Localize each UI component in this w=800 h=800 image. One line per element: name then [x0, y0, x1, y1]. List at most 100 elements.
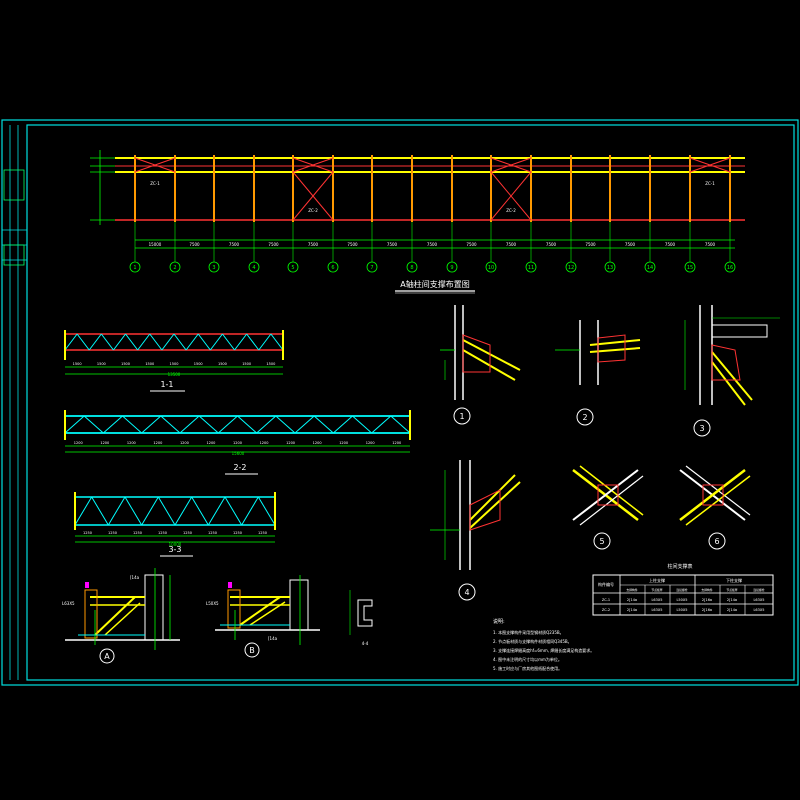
axis-bubble [724, 261, 736, 273]
truss-web [198, 415, 219, 434]
table-cell: 2[14a [627, 598, 637, 602]
axis-bubble [248, 261, 260, 273]
axis-bubble [129, 261, 141, 273]
detail-b-angle: L50X5 [206, 601, 219, 606]
detail-a-label: A [104, 652, 110, 661]
truss-web [88, 333, 102, 351]
truss-web [113, 333, 126, 351]
truss-web [275, 415, 296, 434]
truss-web [157, 496, 176, 526]
truss-web [100, 333, 114, 351]
section-4-4-label: 4-4 [362, 641, 369, 646]
axis-label: 10 [488, 265, 494, 271]
axis-label: 12 [568, 265, 574, 271]
section-2-2-label: 2-2 [233, 463, 246, 472]
node-2-label: 2 [582, 413, 587, 422]
axis-label: 14 [647, 265, 653, 271]
truss-dim: 1200 [153, 441, 162, 445]
axis-bubble [485, 261, 497, 273]
truss-web [270, 333, 284, 351]
note-item: 5. 施工时应与厂房其他图纸配合使用。 [493, 665, 562, 671]
axis-label: 11 [528, 265, 534, 271]
truss-dim: 1500 [170, 362, 179, 366]
truss-dim: 1200 [74, 441, 83, 445]
axis-bubble [446, 261, 458, 273]
section-1-1-total: 13500 [168, 372, 181, 377]
truss-web [179, 415, 200, 434]
node-1: 1 [440, 305, 521, 425]
table-header-upper: 上柱支撑 [649, 577, 665, 583]
axis-label: 6 [331, 265, 334, 271]
truss-web [222, 333, 235, 351]
detail-b-member: [14a [268, 636, 278, 641]
truss-web [390, 415, 411, 434]
truss-dim: 1500 [121, 362, 130, 366]
axis-label: 9 [450, 265, 453, 271]
axis-label: 16 [727, 265, 733, 271]
truss-web [197, 333, 211, 351]
notes: 说明: 1. 本图支撑构件采用型钢材质Q235B。2. 节点板材质与支撑构件材质… [493, 618, 594, 671]
section-2-2-total: 15600 [232, 451, 245, 456]
axis-bubble [565, 261, 577, 273]
axis-label: 5 [291, 265, 294, 271]
section-3-3-label: 3-3 [168, 545, 181, 554]
truss-dim: 1200 [392, 441, 401, 445]
node-6-label: 6 [714, 537, 719, 546]
brace-tag: ZC-2 [506, 208, 516, 213]
truss-dim: 1500 [145, 362, 154, 366]
table-cell: L63X5 [753, 608, 764, 612]
table-cell: 2[14a [627, 608, 637, 612]
axis-label: 7 [370, 265, 373, 271]
section-3-3-total: 10000 [169, 542, 182, 547]
detail-b: [14a L50X5 B [206, 575, 320, 658]
axis-bubble [366, 261, 378, 273]
truss-web [76, 333, 90, 351]
truss-web [256, 415, 277, 434]
axis-bubble [208, 261, 220, 273]
node-2: 2 [555, 320, 641, 426]
truss-web [258, 333, 272, 351]
main-title: A轴柱间支撑布置图 [400, 279, 469, 289]
table-subheader: 连接螺栓 [676, 588, 687, 592]
span-dim: 7500 [387, 242, 398, 247]
truss-dim: 1250 [208, 531, 217, 535]
axis-bubble [525, 261, 537, 273]
span-dim: 7500 [229, 242, 240, 247]
table-cell: 2[14a [727, 598, 737, 602]
truss-web [185, 333, 199, 351]
truss-dim: 1200 [127, 441, 136, 445]
span-dim: 7500 [705, 242, 716, 247]
truss-web [149, 333, 163, 351]
truss-web [294, 415, 315, 434]
note-item: 4. 图中未注明的尺寸均以mm为单位。 [493, 656, 562, 662]
truss-web [141, 496, 159, 526]
truss-dim: 1250 [83, 531, 92, 535]
node-5-label: 5 [599, 537, 604, 546]
truss-dim: 1500 [242, 362, 251, 366]
span-dim: 7500 [347, 242, 358, 247]
truss-web [333, 415, 353, 434]
node-4: 4 [430, 460, 521, 601]
node-5: 5 [572, 465, 644, 550]
truss-dim: 1250 [158, 531, 167, 535]
truss-web [173, 333, 187, 351]
truss-web [103, 415, 123, 434]
truss-dim: 1250 [108, 531, 117, 535]
table-subheader: 节点板厚 [726, 588, 737, 592]
truss-web [64, 415, 85, 434]
notes-title: 说明: [493, 618, 505, 625]
table-header-lower: 下柱支撑 [726, 577, 742, 583]
axis-bubble [406, 261, 418, 273]
outer-frame [1, 119, 799, 686]
note-item: 1. 本图支撑构件采用型钢材质Q235B。 [493, 629, 564, 635]
truss-web [83, 415, 104, 434]
truss-web [122, 415, 142, 434]
table-cell: 2[16a [702, 598, 712, 602]
truss-web [218, 415, 238, 434]
truss-web [141, 415, 162, 434]
table-cell: L63X5 [753, 598, 764, 602]
